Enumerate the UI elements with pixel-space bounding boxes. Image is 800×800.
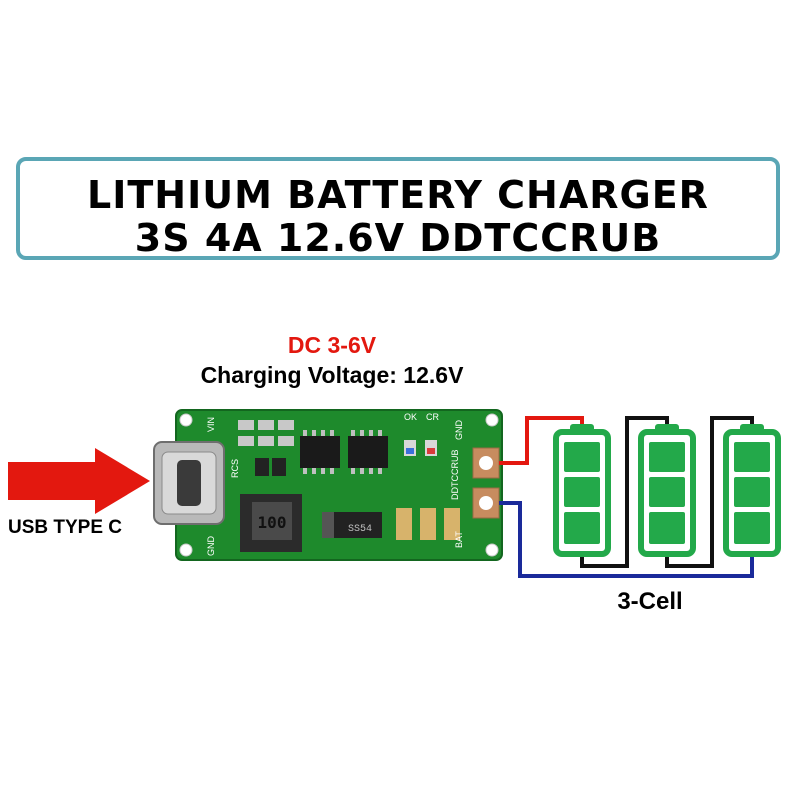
battery-icon xyxy=(723,424,781,557)
usb-type-c-label: USB TYPE C xyxy=(8,517,123,538)
title-line-1: LITHIUM BATTERY CHARGER xyxy=(87,173,709,217)
ok-label: OK xyxy=(404,412,417,422)
title-banner: LITHIUM BATTERY CHARGER 3S 4A 12.6V DDTC… xyxy=(16,157,780,260)
arrow-right-icon xyxy=(8,448,150,514)
inductor: 100 xyxy=(240,494,302,552)
model-label: DDTCCRUB xyxy=(450,450,460,501)
usb-c-port xyxy=(153,441,225,525)
rcs-label: RCS xyxy=(230,459,240,478)
title-line-2: 3S 4A 12.6V DDTCCRUB xyxy=(134,216,662,260)
charging-voltage-label: Charging Voltage: 12.6V xyxy=(200,362,464,388)
inductor-marking: 100 xyxy=(258,513,287,532)
cr-label: CR xyxy=(426,412,439,422)
battery-icon xyxy=(638,424,696,557)
battery-wires xyxy=(499,416,754,578)
gnd-label-right: GND xyxy=(454,420,464,441)
gnd-label-left: GND xyxy=(206,536,216,557)
battery-cell-label: 3-Cell xyxy=(617,588,683,615)
vin-label: VIN xyxy=(206,417,216,432)
bat-label: BAT xyxy=(454,531,464,548)
charger-board: 100 SS54 OK CR GND RCS DDTCCRUB BAT GND … xyxy=(153,409,503,561)
diode-marking: SS54 xyxy=(348,524,372,535)
input-voltage-label: DC 3-6V xyxy=(287,332,377,358)
battery-icon xyxy=(553,424,611,557)
